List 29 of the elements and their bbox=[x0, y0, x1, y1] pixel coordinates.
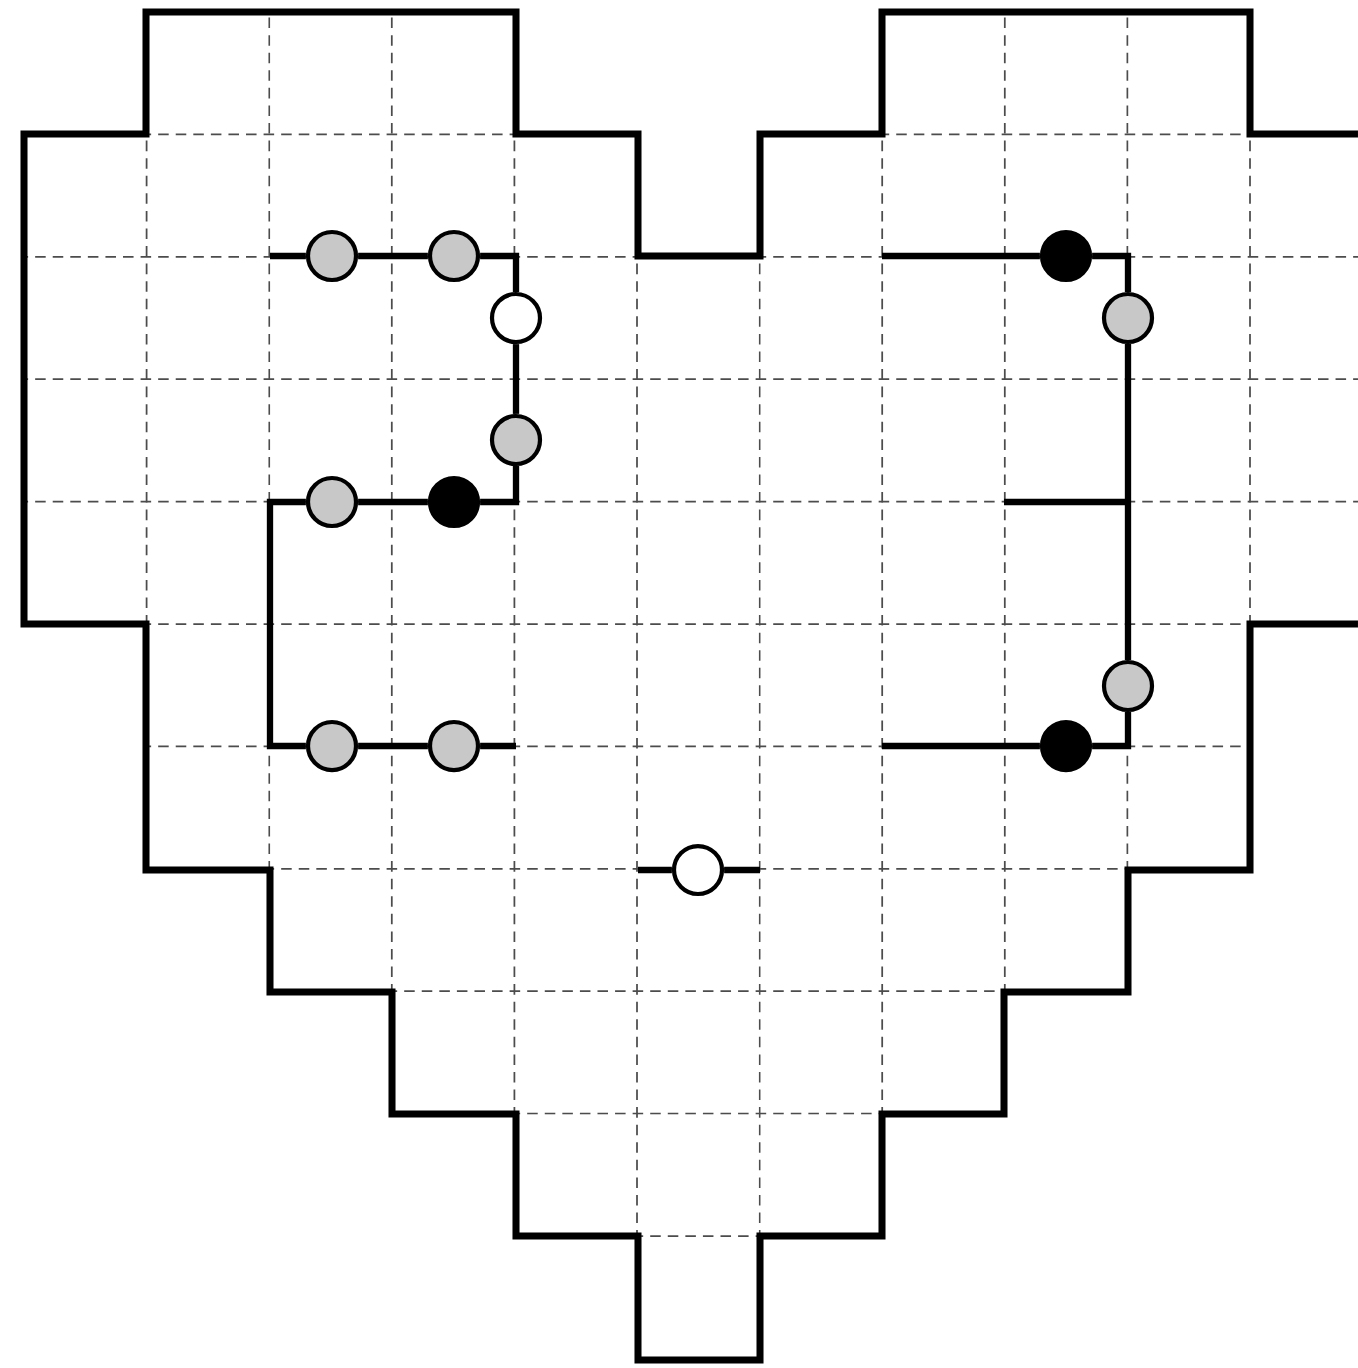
path-line bbox=[480, 466, 520, 506]
path-line bbox=[882, 252, 1040, 260]
puzzle-circle bbox=[1101, 659, 1155, 713]
puzzle-circle bbox=[1039, 719, 1093, 773]
path-line bbox=[512, 344, 520, 414]
puzzle-circle bbox=[305, 719, 359, 773]
puzzle-circle bbox=[305, 475, 359, 529]
puzzle-circle bbox=[1101, 291, 1155, 345]
path-line bbox=[358, 742, 428, 750]
puzzle-circle bbox=[489, 413, 543, 467]
puzzle-circle bbox=[427, 229, 481, 283]
path-line bbox=[266, 498, 306, 750]
puzzle-circle bbox=[671, 843, 725, 897]
path-line bbox=[480, 742, 516, 750]
puzzle-circle bbox=[1039, 229, 1093, 283]
path-line bbox=[1092, 252, 1132, 292]
path-line bbox=[1124, 344, 1132, 660]
path-line bbox=[882, 742, 1040, 750]
path-line bbox=[358, 252, 428, 260]
path-line bbox=[358, 498, 428, 506]
path-line bbox=[724, 866, 760, 874]
puzzle-circle bbox=[305, 229, 359, 283]
puzzle-circle bbox=[427, 719, 481, 773]
puzzle-circle bbox=[427, 475, 481, 529]
path-line bbox=[270, 252, 306, 260]
path-line bbox=[638, 866, 672, 874]
path-line bbox=[1092, 712, 1132, 750]
path-line bbox=[480, 252, 520, 292]
puzzle-circle bbox=[489, 291, 543, 345]
